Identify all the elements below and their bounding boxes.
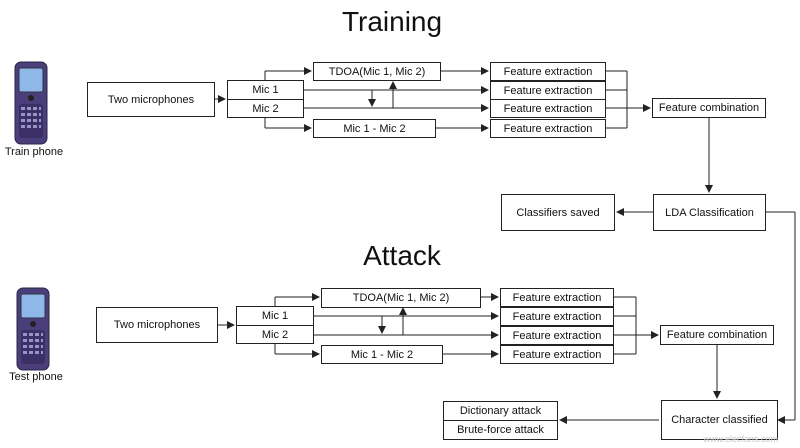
attack-two-microphones-box: Two microphones <box>96 307 218 343</box>
train-mic2-box: Mic 2 <box>227 99 304 118</box>
dictionary-attack-box: Dictionary attack <box>443 401 558 421</box>
training-title: Training <box>341 6 443 37</box>
watermark: www.elecfans.com <box>703 434 778 444</box>
train-feature-extraction-1: Feature extraction <box>490 62 606 81</box>
brute-force-attack-box: Brute-force attack <box>443 420 558 440</box>
train-tdoa-box: TDOA(Mic 1, Mic 2) <box>313 62 441 81</box>
attack-feature-combination-box: Feature combination <box>660 325 774 345</box>
train-mic1-box: Mic 1 <box>227 80 304 100</box>
attack-mic1-box: Mic 1 <box>236 306 314 326</box>
train-phone-icon <box>14 61 48 145</box>
attack-feature-extraction-1: Feature extraction <box>500 288 614 307</box>
lda-classification-box: LDA Classification <box>653 194 766 231</box>
attack-mic2-box: Mic 2 <box>236 325 314 344</box>
train-two-microphones-box: Two microphones <box>87 82 215 117</box>
attack-feature-extraction-4: Feature extraction <box>500 345 614 364</box>
train-feature-combination-box: Feature combination <box>652 98 766 118</box>
attack-tdoa-box: TDOA(Mic 1, Mic 2) <box>321 288 481 308</box>
train-phone-label: Train phone <box>4 146 64 158</box>
train-feature-extraction-2: Feature extraction <box>490 81 606 100</box>
classifiers-saved-box: Classifiers saved <box>501 194 615 231</box>
attack-feature-extraction-2: Feature extraction <box>500 307 614 326</box>
attack-mic-diff-box: Mic 1 - Mic 2 <box>321 345 443 364</box>
train-feature-extraction-4: Feature extraction <box>490 119 606 138</box>
train-feature-extraction-3: Feature extraction <box>490 99 606 118</box>
attack-title: Attack <box>363 240 441 271</box>
attack-feature-extraction-3: Feature extraction <box>500 326 614 345</box>
test-phone-label: Test phone <box>9 371 63 383</box>
test-phone-icon <box>16 287 50 371</box>
train-mic-diff-box: Mic 1 - Mic 2 <box>313 119 436 138</box>
character-classified-box: Character classified <box>661 400 778 440</box>
